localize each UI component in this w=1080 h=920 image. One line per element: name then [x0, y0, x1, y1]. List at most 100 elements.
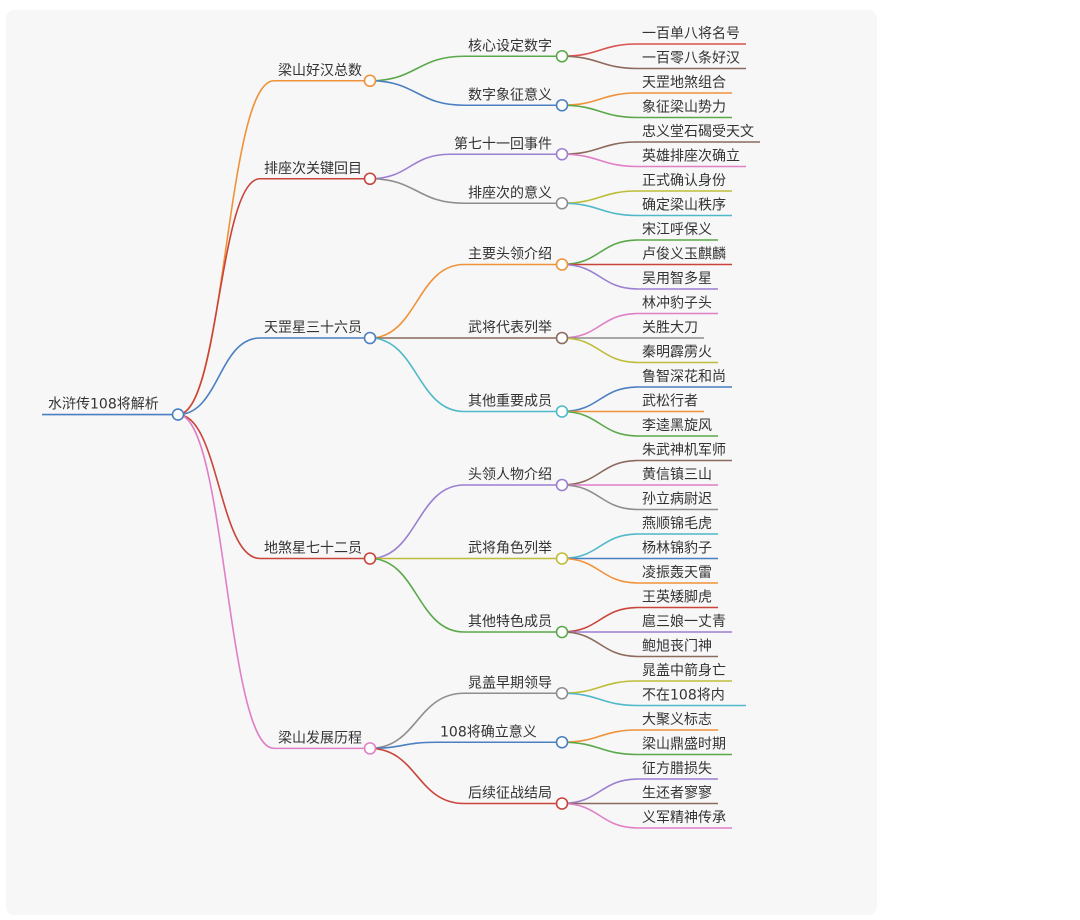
leaf-node: 大聚义标志: [642, 712, 712, 728]
leaf-link: [561, 692, 639, 707]
leaf-node: 林冲豹子头: [642, 296, 712, 312]
leaf-link: [561, 557, 639, 584]
collapse-toggle-l1[interactable]: [363, 331, 377, 345]
branch-link-l2: [369, 177, 465, 205]
leaf-node: 李逵黑旋风: [642, 418, 712, 434]
collapse-toggle-l1[interactable]: [363, 742, 377, 755]
leaf-link: [561, 533, 639, 560]
leaf-node: 卢俊义玉麒麟: [642, 247, 726, 263]
collapse-toggle-l2[interactable]: [555, 258, 569, 271]
branch-link-l2: [369, 153, 451, 180]
leaf-node: 晁盖中箭身亡: [642, 662, 726, 679]
leaf-node: 征方腊损失: [642, 761, 712, 777]
leaf-node: 一百零八条好汉: [642, 50, 740, 67]
leaf-link: [561, 410, 639, 437]
branch-node-l1: 梁山发展历程: [278, 730, 362, 746]
branch-link-l2: [369, 557, 465, 633]
branch-node-l2: 108将确立意义: [440, 723, 537, 740]
leaf-node: 象征梁山势力: [642, 100, 726, 116]
collapse-toggle-l2[interactable]: [555, 405, 569, 418]
collapse-toggle-l1[interactable]: [363, 172, 377, 186]
branch-link-l2: [369, 484, 465, 560]
collapse-toggle-l2[interactable]: [555, 331, 569, 345]
branch-node-l2: 排座次的意义: [468, 184, 552, 201]
branch-node-l2: 第七十一回事件: [454, 135, 552, 152]
leaf-node: 生还者寥寥: [642, 785, 712, 802]
collapse-toggle-l2[interactable]: [555, 196, 569, 210]
branch-link-l1: [177, 337, 261, 416]
branch-node-l2: 数字象征意义: [468, 86, 552, 103]
leaf-node: 武松行者: [642, 394, 698, 410]
leaf-link: [561, 263, 639, 290]
branch-link-l1: [177, 413, 261, 560]
leaf-link: [561, 631, 639, 658]
branch-link-l2: [369, 263, 465, 339]
collapse-toggle-l1[interactable]: [363, 74, 377, 88]
leaf-node: 秦明霹雳火: [642, 345, 712, 361]
collapse-toggle-l2[interactable]: [555, 797, 569, 810]
branch-node-l2: 其他重要成员: [468, 394, 552, 410]
branch-link-l2: [369, 741, 437, 750]
collapse-toggle-l2[interactable]: [555, 147, 569, 161]
leaf-node: 朱武神机军师: [642, 443, 726, 459]
branch-node-l2: 武将代表列举: [468, 320, 552, 336]
collapse-toggle-l2[interactable]: [555, 478, 569, 492]
leaf-link: [561, 104, 639, 119]
branch-link-l2: [369, 747, 465, 805]
leaf-link: [561, 141, 639, 156]
collapse-toggle-l2[interactable]: [555, 98, 569, 112]
collapse-toggle-l2[interactable]: [555, 686, 569, 700]
branch-node-l2: 后续征战结局: [468, 785, 552, 802]
branch-link-l1: [177, 413, 275, 750]
branch-node-l2: 主要头领介绍: [468, 247, 552, 263]
leaf-link: [561, 153, 639, 168]
leaf-node: 杨林锦豹子: [642, 540, 712, 557]
leaf-link: [561, 55, 639, 70]
leaf-link: [561, 43, 639, 58]
leaf-link: [561, 680, 639, 695]
leaf-node: 王英矮脚虎: [642, 589, 712, 606]
collapse-toggle-l1[interactable]: [363, 552, 377, 565]
leaf-link: [561, 606, 639, 633]
branch-node-l1: 梁山好汉总数: [278, 63, 362, 79]
collapse-toggle-l2[interactable]: [555, 49, 569, 63]
leaf-link: [561, 459, 639, 486]
leaf-node: 鲍旭丧门神: [642, 639, 712, 655]
leaf-node: 扈三娘一丈青: [642, 613, 726, 630]
leaf-link: [561, 802, 639, 829]
leaf-link: [561, 741, 639, 756]
branch-node-l2: 其他特色成员: [468, 613, 552, 630]
leaf-node: 义军精神传承: [642, 810, 726, 826]
collapse-toggle-root[interactable]: [171, 408, 185, 421]
leaf-link: [561, 202, 639, 217]
branch-node-l2: 头领人物介绍: [468, 467, 552, 483]
leaf-node: 正式确认身份: [642, 173, 726, 189]
branch-link-l1: [177, 177, 261, 416]
branch-node-l1: 排座次关键回目: [264, 161, 362, 177]
leaf-link: [561, 239, 639, 266]
leaf-link: [561, 312, 639, 339]
collapse-toggle-l2[interactable]: [555, 625, 569, 639]
leaf-node: 吴用智多星: [642, 270, 712, 287]
leaf-link: [561, 729, 639, 744]
leaf-node: 凌振轰天雷: [642, 564, 712, 581]
leaf-link: [561, 386, 639, 413]
leaf-link: [561, 190, 639, 205]
mindmap-nodes: 水浒传108将解析梁山好汉总数核心设定数字一百单八将名号一百零八条好汉数字象征意…: [48, 26, 754, 826]
leaf-link: [561, 92, 639, 107]
collapse-toggle-l2[interactable]: [555, 552, 569, 565]
mindmap-canvas: [6, 10, 877, 915]
root-node-label: 水浒传108将解析: [48, 397, 159, 413]
branch-node-l2: 核心设定数字: [468, 38, 552, 54]
leaf-node: 燕顺锦毛虎: [642, 515, 712, 532]
leaf-node: 不在108将内: [642, 688, 725, 704]
leaf-node: 黄信镇三山: [642, 466, 712, 483]
branch-node-l1: 地煞星七十二员: [264, 541, 362, 557]
leaf-link: [561, 484, 639, 511]
branch-link-l2: [369, 692, 465, 750]
leaf-node: 关胜大刀: [642, 320, 698, 336]
collapse-toggle-l2[interactable]: [555, 735, 569, 749]
leaf-node: 忠义堂石碣受天文: [642, 124, 754, 140]
branch-node-l2: 武将角色列举: [468, 540, 552, 557]
